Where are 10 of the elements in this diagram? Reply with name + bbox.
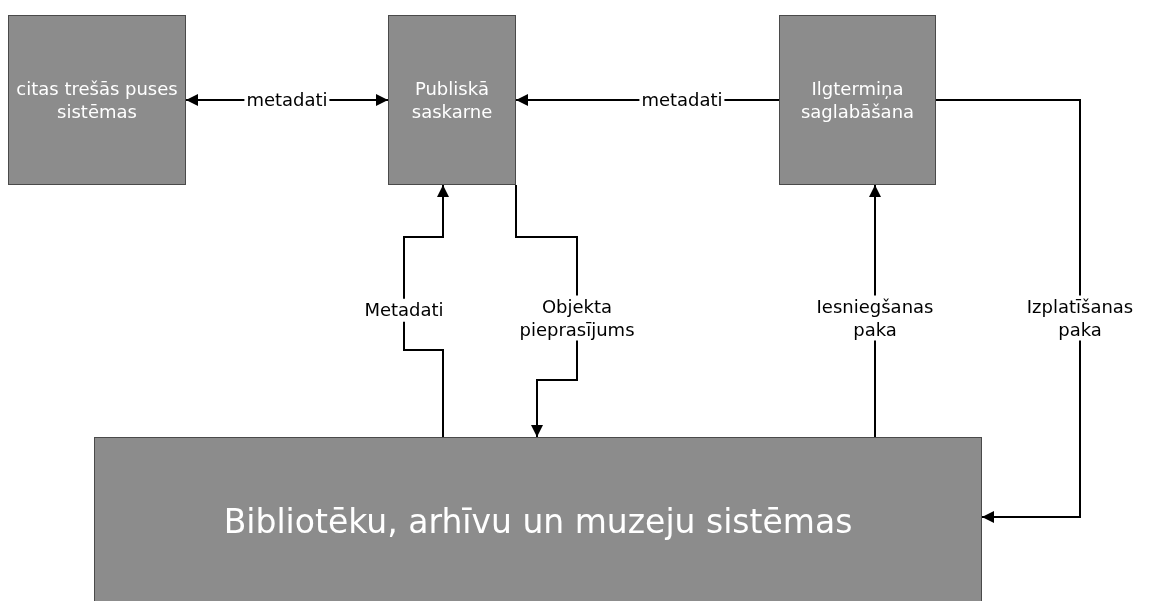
box-label: Publiskā saskarne — [410, 76, 494, 124]
process-box — [94, 437, 982, 601]
process-box — [779, 15, 936, 185]
process-box — [388, 15, 516, 185]
box-label: Ilgtermiņa saglabāšana — [799, 76, 916, 124]
arrow — [403, 184, 449, 438]
process-box — [8, 15, 186, 185]
box-label: citas trešās puses sistēmas — [15, 76, 179, 124]
arrow — [935, 99, 1081, 523]
box-label: Bibliotēku, arhīvu un muzeju sistēmas — [222, 500, 854, 543]
